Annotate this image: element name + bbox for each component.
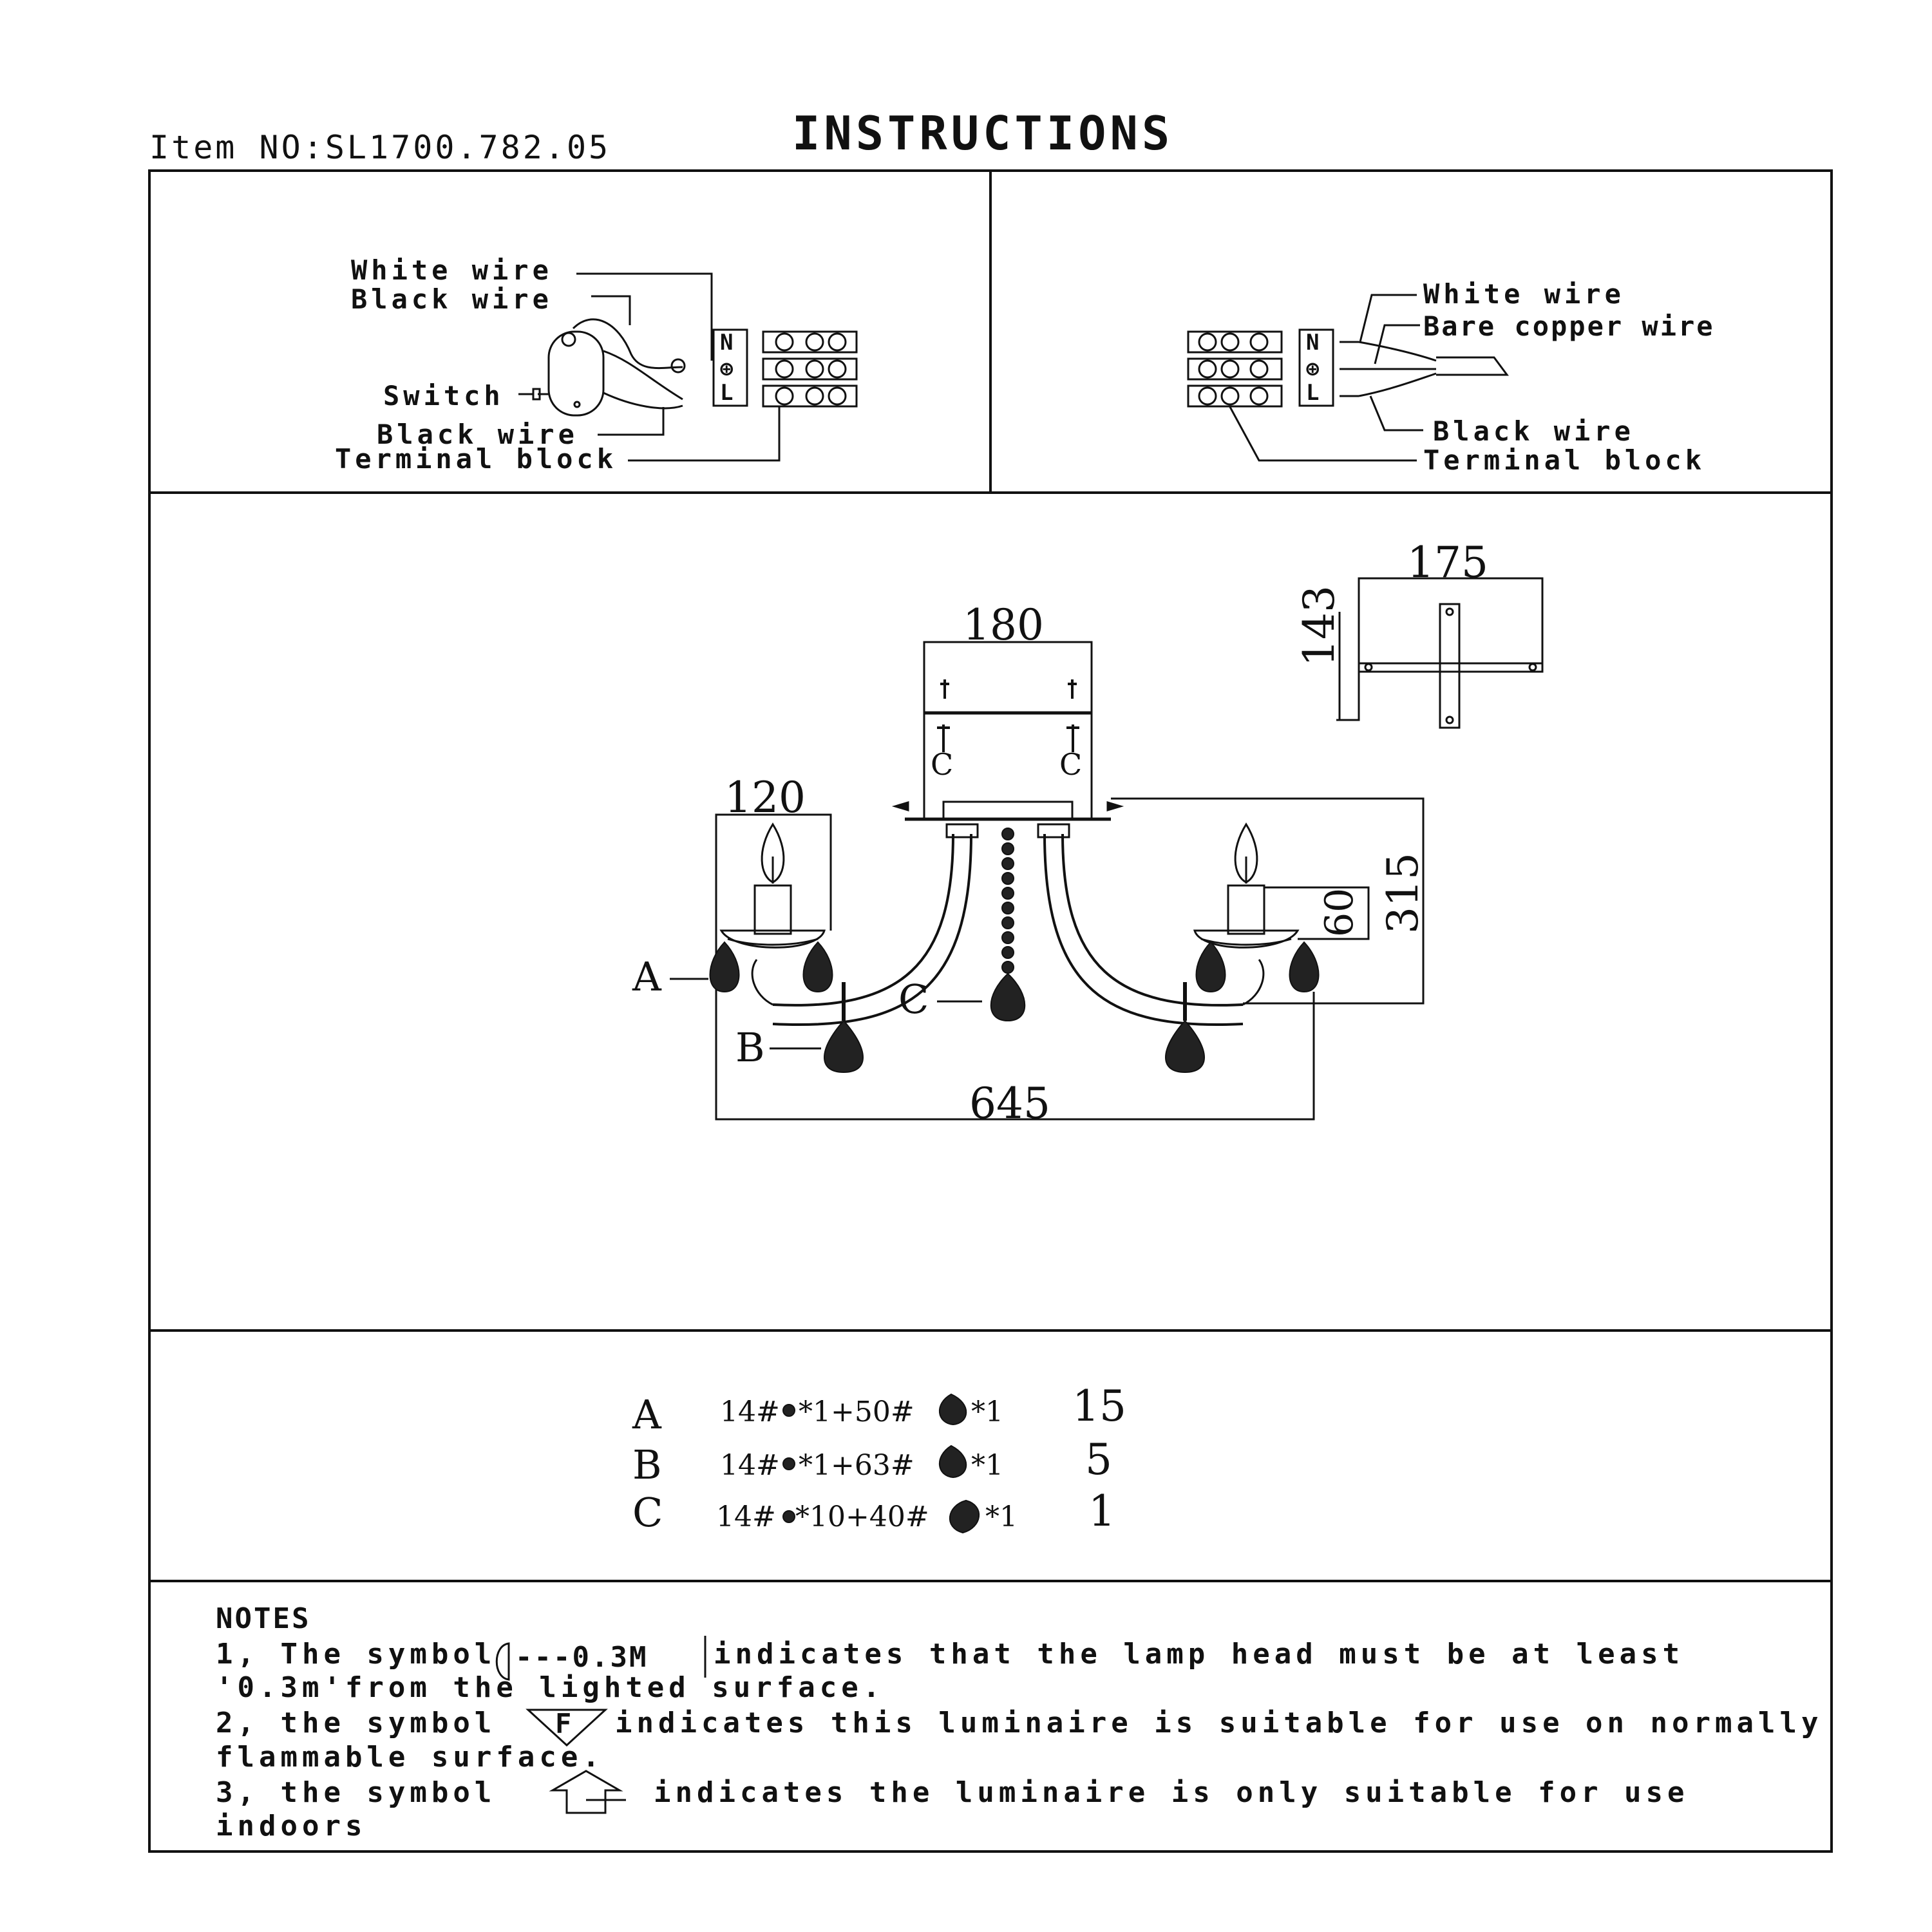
note-1-text: indicates that the lamp head must be at … (714, 1638, 1685, 1671)
label-bare-copper-wire: Bare copper wire (1423, 310, 1715, 342)
item-number: Item NO:SL1700.782.05 (149, 129, 611, 166)
parts-row-formula: *1+63# (799, 1449, 914, 1482)
note-2-prefix: 2, the symbol (216, 1707, 497, 1739)
dim-canopy-width: 180 (963, 600, 1044, 650)
right-wiring-diagram (1187, 294, 1509, 462)
parts-row-letter: A (632, 1391, 661, 1438)
note-1-prefix: 1, The symbol (216, 1638, 497, 1671)
terminal-letter-n-right: N (1306, 330, 1320, 355)
part-label-b: B (735, 1024, 765, 1071)
notes-symbols (495, 1636, 706, 1814)
terminal-letter-n-left: N (720, 330, 734, 355)
label-white-wire-left: White wire (351, 254, 553, 286)
screw-label-left: C (931, 747, 954, 782)
label-switch: Switch (383, 380, 504, 412)
label-black-wire-top-left: Black wire (351, 283, 553, 315)
fixture-drawing (715, 577, 1544, 1121)
note-3-text: indicates the luminaire is only suitable… (654, 1776, 1689, 1809)
parts-list-icons (782, 1393, 980, 1534)
leader-black-wire-top-left (591, 295, 631, 325)
dim-total-width: 645 (969, 1079, 1050, 1128)
canopy (923, 641, 1093, 820)
parts-row-suffix: *1 (971, 1449, 1003, 1482)
note-1-distance: ---0.3M (515, 1641, 649, 1674)
label-terminal-block-left: Terminal block (335, 443, 618, 475)
leader-white-wire-left (576, 272, 713, 361)
terminal-letter-ground-left: ⊕ (720, 356, 734, 382)
indoor-house-icon (549, 1770, 623, 1814)
note-2-text: indicates this luminaire is suitable for… (615, 1707, 1823, 1739)
parts-row-quantity: 1 (1088, 1486, 1115, 1536)
note-3-continued: indoors (216, 1810, 367, 1842)
parts-row-prefix: 14# (720, 1449, 780, 1482)
parts-row-prefix: 14# (716, 1501, 776, 1533)
part-label-a: A (632, 953, 661, 1000)
dim-plate-height: 143 (1294, 585, 1344, 667)
parts-row-formula: *1+50# (799, 1396, 914, 1428)
leader-black-wire-bottom-left (598, 407, 665, 436)
dim-arm-width: 120 (724, 773, 806, 822)
parts-row-quantity: 5 (1085, 1435, 1112, 1484)
parts-row-letter: C (632, 1489, 663, 1536)
part-leaders (670, 978, 982, 1050)
left-wiring-diagram (518, 272, 858, 462)
terminal-letter-l-left: L (720, 380, 734, 406)
part-label-c: C (898, 976, 929, 1023)
parts-row-formula: *10+40# (795, 1501, 929, 1533)
label-black-wire-bottom-left: Black wire (377, 419, 578, 450)
note-3-prefix: 3, the symbol (216, 1776, 497, 1809)
mounting-plate (1358, 577, 1544, 673)
label-black-wire-right: Black wire (1433, 415, 1634, 447)
dim-total-height: 315 (1378, 853, 1428, 934)
dim-plate-width: 175 (1407, 538, 1488, 587)
flammable-symbol-letter: F (555, 1708, 572, 1739)
leader-terminal-left (628, 407, 781, 462)
parts-row-suffix: *1 (985, 1501, 1018, 1533)
note-2-continued: flammable surface. (216, 1741, 604, 1774)
parts-row-suffix: *1 (971, 1396, 1003, 1428)
terminal-letter-l-right: L (1306, 380, 1320, 406)
label-terminal-block-right: Terminal block (1423, 444, 1706, 476)
crystal-pendants (709, 828, 1320, 1074)
dim-candle-height: 60 (1317, 887, 1362, 937)
page-title: INSTRUCTIONS (792, 106, 1174, 160)
notes-heading: NOTES (216, 1602, 311, 1635)
parts-row-quantity: 15 (1072, 1381, 1126, 1431)
note-1-continued: '0.3m'from the lighted surface. (216, 1671, 885, 1704)
flammable-triangle-icon (526, 1709, 608, 1747)
parts-row-prefix: 14# (720, 1396, 780, 1428)
switch-body (547, 330, 605, 417)
terminal-letter-ground-right: ⊕ (1306, 356, 1320, 382)
label-white-wire-right: White wire (1423, 278, 1625, 310)
screw-label-right: C (1059, 747, 1083, 782)
parts-row-letter: B (632, 1441, 662, 1488)
